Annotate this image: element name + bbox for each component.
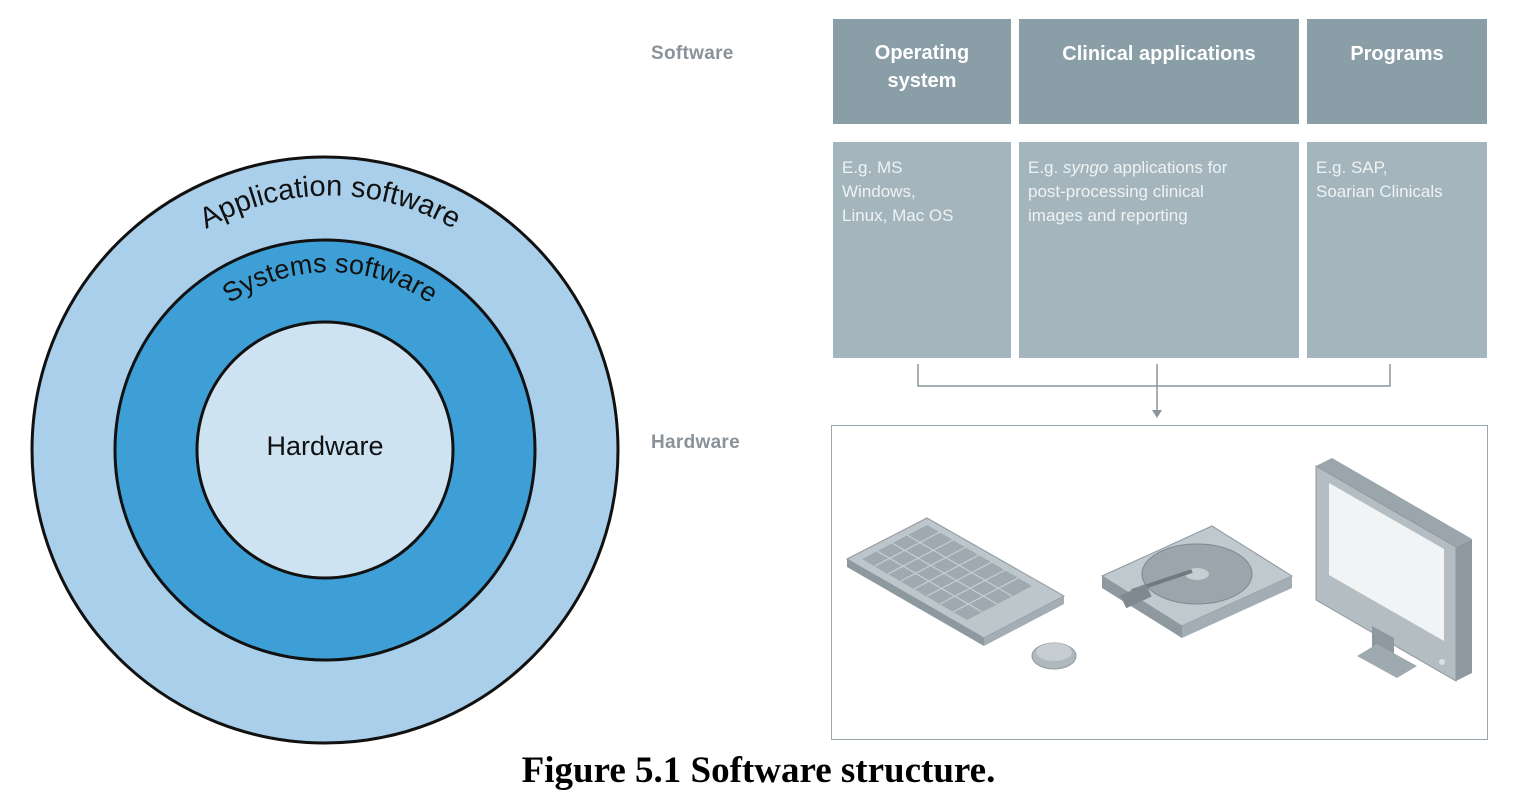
os-desc-line-1: E.g. MS <box>842 158 903 177</box>
programs-title: Programs <box>1350 43 1444 65</box>
programs-header: Programs <box>1307 19 1487 124</box>
os-desc-line-2: Windows, <box>842 182 916 201</box>
programs-desc-line-1: E.g. SAP, <box>1316 158 1388 177</box>
clinical-applications-header: Clinical applications <box>1019 19 1299 124</box>
hardware-box <box>831 425 1488 740</box>
operating-system-header: Operating system <box>833 19 1011 124</box>
programs-desc-line-2: Soarian Clinicals <box>1316 182 1443 201</box>
os-desc-line-3: Linux, Mac OS <box>842 206 954 225</box>
hardware-side-label: Hardware <box>651 432 740 453</box>
clinical-desc-italic: syngo <box>1062 158 1109 177</box>
hardware-illustration <box>845 458 1472 682</box>
clinical-applications-description: E.g. syngo applications for post-process… <box>1019 142 1299 358</box>
clinical-desc-line-1: E.g. syngo applications for <box>1028 156 1291 180</box>
clinical-desc-line-3: images and reporting <box>1028 206 1188 225</box>
software-to-hardware-connector <box>917 364 1391 418</box>
programs-description: E.g. SAP, Soarian Clinicals <box>1307 142 1487 358</box>
clinical-desc-prefix: E.g. <box>1028 158 1063 177</box>
monitor-icon <box>1315 458 1472 682</box>
operating-system-title-line2: system <box>887 70 957 92</box>
operating-system-title-line1: Operating <box>874 42 970 64</box>
operating-system-description: E.g. MS Windows, Linux, Mac OS <box>833 142 1011 358</box>
clinical-desc-line-2: post-processing clinical <box>1028 182 1204 201</box>
concentric-circles-diagram: Application software Systems software Ha… <box>30 155 620 745</box>
hard-disk-icon <box>1100 525 1294 638</box>
hardware-core-label: Hardware <box>266 431 383 461</box>
software-side-label: Software <box>651 43 734 64</box>
clinical-applications-title: Clinical applications <box>1062 43 1256 65</box>
keyboard-icon <box>845 517 1066 646</box>
figure-caption: Figure 5.1 Software structure. <box>521 750 996 791</box>
hardware-core <box>195 320 455 580</box>
clinical-desc-rest: applications for <box>1108 158 1228 177</box>
mouse-icon <box>1031 642 1077 670</box>
